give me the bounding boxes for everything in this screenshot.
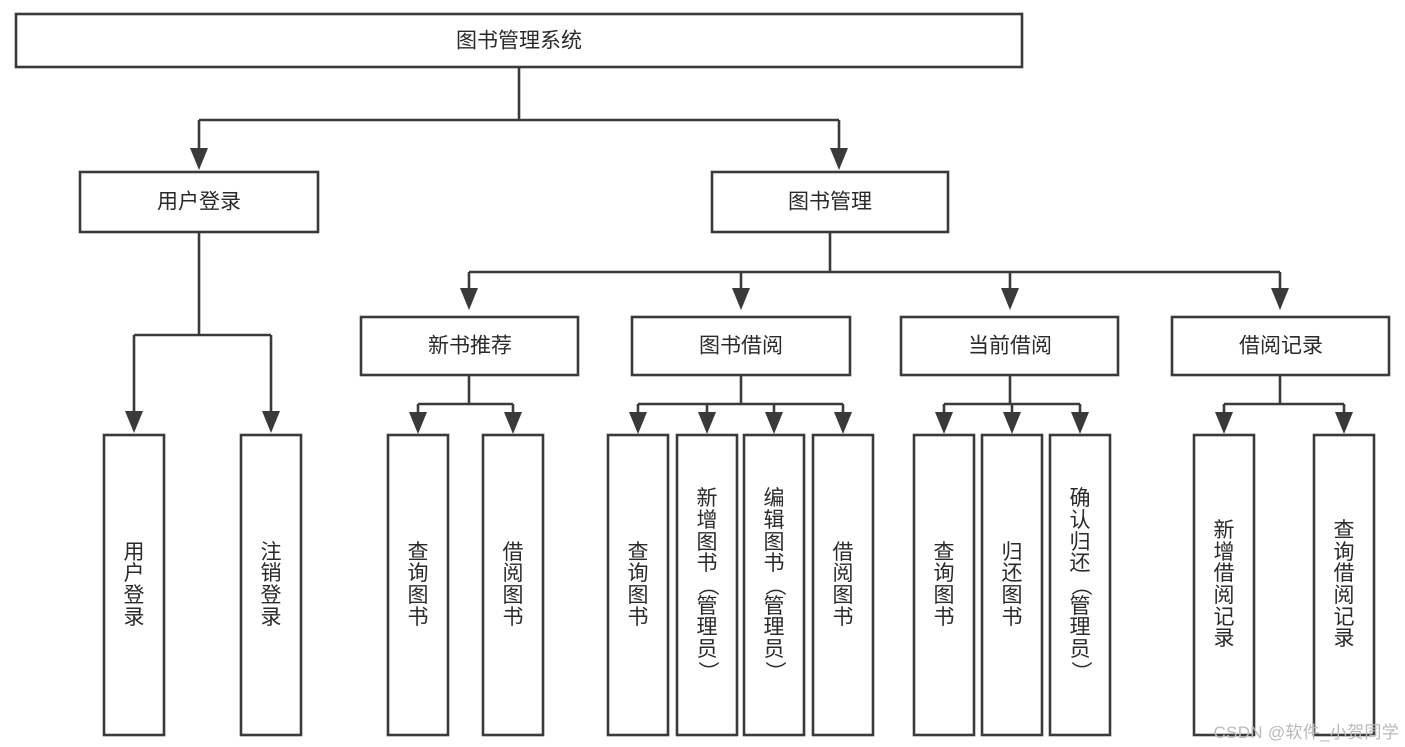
node-root-book-management-system[interactable]: 图书管理系统 — [14, 12, 1024, 69]
leaf-box-query-book-2[interactable] — [606, 433, 670, 737]
node-book-management-label: 图书管理 — [788, 191, 872, 214]
leaf-box-borrow-book-2[interactable] — [811, 433, 875, 737]
node-book-borrow-label: 图书借阅 — [699, 335, 783, 358]
node-root-label: 图书管理系统 — [456, 30, 582, 53]
node-book-borrow[interactable]: 图书借阅 — [630, 315, 852, 377]
leaf-box-add-book-admin[interactable] — [675, 433, 739, 737]
leaf-box-logout[interactable] — [239, 433, 303, 737]
node-new-book-recommend-label: 新书推荐 — [428, 335, 512, 358]
leaf-box-borrow-book-1[interactable] — [481, 433, 545, 737]
leaf-box-confirm-return-admin[interactable] — [1048, 433, 1112, 737]
node-new-book-recommend[interactable]: 新书推荐 — [359, 315, 580, 377]
connector-group-currentborrow-to-leaves — [935, 375, 1089, 434]
leaf-box-return-book[interactable] — [980, 433, 1044, 737]
leaf-box-query-borrow-record[interactable] — [1312, 433, 1376, 737]
leaf-box-user-login[interactable] — [102, 433, 166, 737]
connector-group-borrowrecord-to-leaves — [1215, 375, 1353, 434]
node-current-borrow-label: 当前借阅 — [968, 335, 1052, 358]
node-borrow-record[interactable]: 借阅记录 — [1170, 315, 1391, 377]
node-borrow-record-label: 借阅记录 — [1239, 335, 1323, 358]
node-user-login[interactable]: 用户登录 — [78, 170, 320, 234]
connector-group-borrowbook-to-leaves — [629, 375, 852, 434]
leaf-box-edit-book-admin[interactable] — [742, 433, 806, 737]
node-current-borrow[interactable]: 当前借阅 — [899, 315, 1120, 377]
csdn-watermark: CSDN @软件_小贺同学 — [1213, 723, 1399, 742]
connector-group-newbook-to-leaves — [409, 375, 522, 434]
connector-group-userlogin-to-leaves — [125, 232, 280, 433]
node-user-login-label: 用户登录 — [157, 191, 241, 214]
connector-group-bookmgmt-to-level3 — [460, 232, 1289, 310]
leaf-box-query-book-3[interactable] — [912, 433, 976, 737]
leaf-box-group — [102, 433, 1376, 737]
leaf-box-add-borrow-record[interactable] — [1192, 433, 1256, 737]
connector-group-root-to-level2 — [190, 67, 848, 170]
node-book-management[interactable]: 图书管理 — [710, 170, 950, 234]
leaf-box-query-book-1[interactable] — [386, 433, 450, 737]
